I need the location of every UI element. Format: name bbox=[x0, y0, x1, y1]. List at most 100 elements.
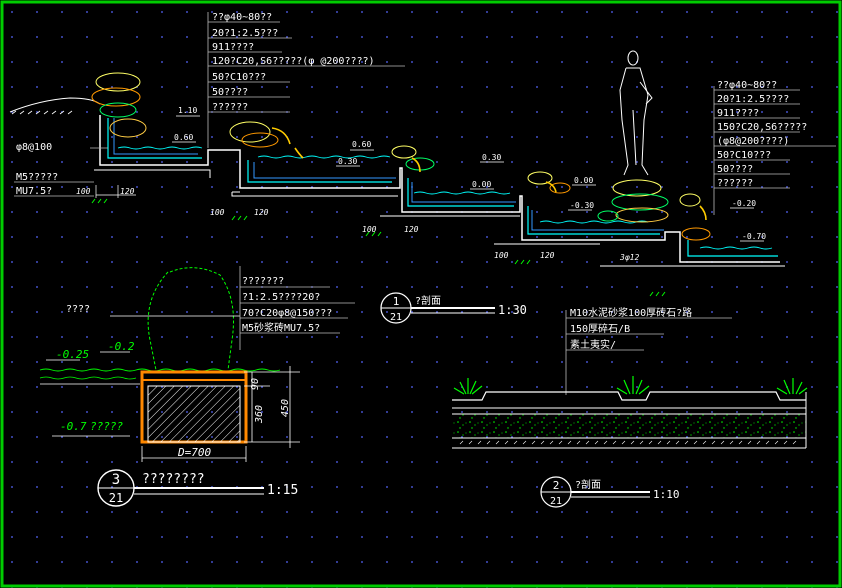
waterfall-2 bbox=[411, 157, 707, 221]
dim-5: 100 bbox=[362, 225, 377, 234]
note-top-1: 20?1:2.5??? bbox=[212, 28, 278, 39]
title-2-scale: 1:10 bbox=[653, 488, 680, 501]
title-block-1: 1 21 ?剖面 1:30 bbox=[380, 292, 527, 324]
title-block-3: 3 21 ???????? 1:15 bbox=[97, 469, 298, 507]
note-right-3: 150?C20,S6????? bbox=[717, 122, 807, 133]
dim-3: 100 bbox=[210, 208, 225, 217]
waterfall-1 bbox=[271, 127, 304, 159]
detail-level-lines bbox=[40, 351, 140, 437]
grass-tufts bbox=[453, 376, 808, 395]
note-top-4: 50?C10??? bbox=[212, 72, 266, 83]
title-1-sheet: 21 bbox=[390, 312, 402, 323]
stones bbox=[91, 72, 711, 241]
detail-water-2 bbox=[39, 376, 137, 380]
detail-water-1 bbox=[39, 368, 281, 372]
level-10: -0.70 bbox=[742, 232, 766, 241]
level-2: 0.60 bbox=[174, 133, 193, 142]
note-leaders-top bbox=[207, 12, 405, 148]
shrub-outline bbox=[147, 267, 234, 371]
title-3-number: 3 bbox=[112, 472, 120, 488]
footing-outline bbox=[94, 169, 785, 267]
brick-note: MU7.5? bbox=[16, 186, 52, 197]
note-right-4: (φ8@200????) bbox=[717, 136, 789, 147]
dim-2: 120 bbox=[120, 187, 135, 196]
water-surface-1 bbox=[117, 146, 203, 150]
notes-top: ??φ40~80?? 20?1:2.5??? 911???? 120?C20,S… bbox=[212, 12, 375, 113]
subgrade-lines bbox=[452, 392, 807, 449]
note-leaders-left bbox=[14, 147, 108, 197]
detail-level-2: -0.2 bbox=[108, 340, 135, 353]
level-3: 0.60 bbox=[352, 140, 371, 149]
note-right-7: ?????? bbox=[717, 178, 753, 189]
subgrade-hatch bbox=[459, 440, 797, 445]
note-top-3: 120?C20,S6?????(φ @200????) bbox=[212, 56, 375, 67]
note-right-1: 20?1:2.5???? bbox=[717, 94, 789, 105]
ground-hatch bbox=[11, 110, 73, 115]
note-top-0: ??φ40~80?? bbox=[212, 12, 272, 23]
dim-8: 120 bbox=[540, 251, 555, 260]
section-2-paving: M10水泥砂浆100厚砖石?路 150厚碎石/B 素土夷实/ 2 21 ?剖面 … bbox=[452, 306, 808, 508]
detail-note-3: M5砂浆砖MU7.5? bbox=[242, 321, 320, 334]
curb-dim-90: 90 bbox=[250, 378, 261, 390]
title-3-sheet: 21 bbox=[109, 491, 123, 505]
title-3-text: ???????? bbox=[142, 472, 205, 487]
title-2-number: 2 bbox=[553, 479, 560, 492]
note-right-6: 50???? bbox=[717, 164, 753, 175]
rebar-note: φ8@100 bbox=[16, 142, 52, 153]
level-labels: 1.10 0.60 0.60 0.30 0.30 0.00 0.00 -0.30… bbox=[174, 106, 766, 241]
detail-left-note: ???? bbox=[66, 304, 90, 315]
section-3-detail: ??????? ?1:2.5????20? 70?C20φ8@150??? M5… bbox=[39, 266, 355, 507]
level-6: 0.00 bbox=[472, 180, 491, 189]
section-1-cascade: ??φ40~80?? 20?1:2.5??? 911???? 120?C20,S… bbox=[9, 12, 836, 324]
earth-ticks bbox=[91, 198, 666, 297]
dim-4: 120 bbox=[254, 208, 269, 217]
level-9: -0.20 bbox=[732, 199, 756, 208]
paving-note-1: 150厚碎石/B bbox=[570, 322, 630, 335]
detail-note-1: ?1:2.5????20? bbox=[242, 292, 320, 303]
water-surface-5 bbox=[699, 246, 773, 250]
notes-right: ??φ40~80?? 20?1:2.5???? 911???? 150?C20,… bbox=[717, 80, 807, 189]
note-right-2: 911???? bbox=[717, 108, 759, 119]
note-top-2: 911???? bbox=[212, 42, 254, 53]
title-1-scale: 1:30 bbox=[498, 303, 527, 317]
curb-dim-360: 360 bbox=[254, 405, 265, 424]
scale-human-figure bbox=[619, 50, 653, 176]
paving-surface bbox=[452, 391, 806, 401]
title-3-scale: 1:15 bbox=[267, 483, 298, 498]
detail-level-1: -0.25 bbox=[56, 348, 89, 361]
curb-hatch bbox=[147, 385, 241, 443]
detail-level-note: ????? bbox=[90, 420, 123, 433]
basin-outline bbox=[99, 115, 780, 263]
paving-note-2: 素土夷实/ bbox=[570, 338, 616, 351]
detail-note-0: ??????? bbox=[242, 276, 284, 287]
dim-6: 120 bbox=[404, 225, 419, 234]
paving-notes: M10水泥砂浆100厚砖石?路 150厚碎石/B 素土夷实/ bbox=[570, 306, 692, 351]
dim-7: 100 bbox=[494, 251, 509, 260]
dim-1: 100 bbox=[76, 187, 91, 196]
note-top-5: 50???? bbox=[212, 87, 248, 98]
detail-level-3: -0.7 bbox=[60, 420, 87, 433]
water-surface-3 bbox=[413, 191, 511, 195]
curb-dim-450: 450 bbox=[280, 399, 291, 417]
level-1: 1.10 bbox=[178, 106, 197, 115]
note-leaders-right bbox=[713, 86, 836, 215]
paving-note-0: M10水泥砂浆100厚砖石?路 bbox=[570, 306, 692, 319]
concrete-layer bbox=[113, 118, 664, 231]
title-2-text: ?剖面 bbox=[575, 478, 601, 491]
title-1-number: 1 bbox=[393, 295, 400, 308]
dim-lines-1 bbox=[95, 185, 136, 198]
curb-width-dim bbox=[141, 446, 247, 462]
level-4: 0.30 bbox=[338, 157, 357, 166]
title-2-sheet: 21 bbox=[550, 496, 562, 507]
note-right-0: ??φ40~80?? bbox=[717, 80, 777, 91]
dim-labels-1: 100 120 100 120 100 120 100 120 3φ12 bbox=[76, 187, 639, 262]
mortar-note: M5????? bbox=[16, 172, 58, 183]
level-5: 0.30 bbox=[482, 153, 501, 162]
dim-9: 3φ12 bbox=[619, 253, 639, 262]
notes-left: φ8@100 M5????? MU7.5? bbox=[16, 142, 58, 197]
detail-note-2: 70?C20φ8@150??? bbox=[242, 308, 332, 319]
level-8: -0.30 bbox=[570, 201, 594, 210]
level-marks bbox=[172, 115, 764, 242]
